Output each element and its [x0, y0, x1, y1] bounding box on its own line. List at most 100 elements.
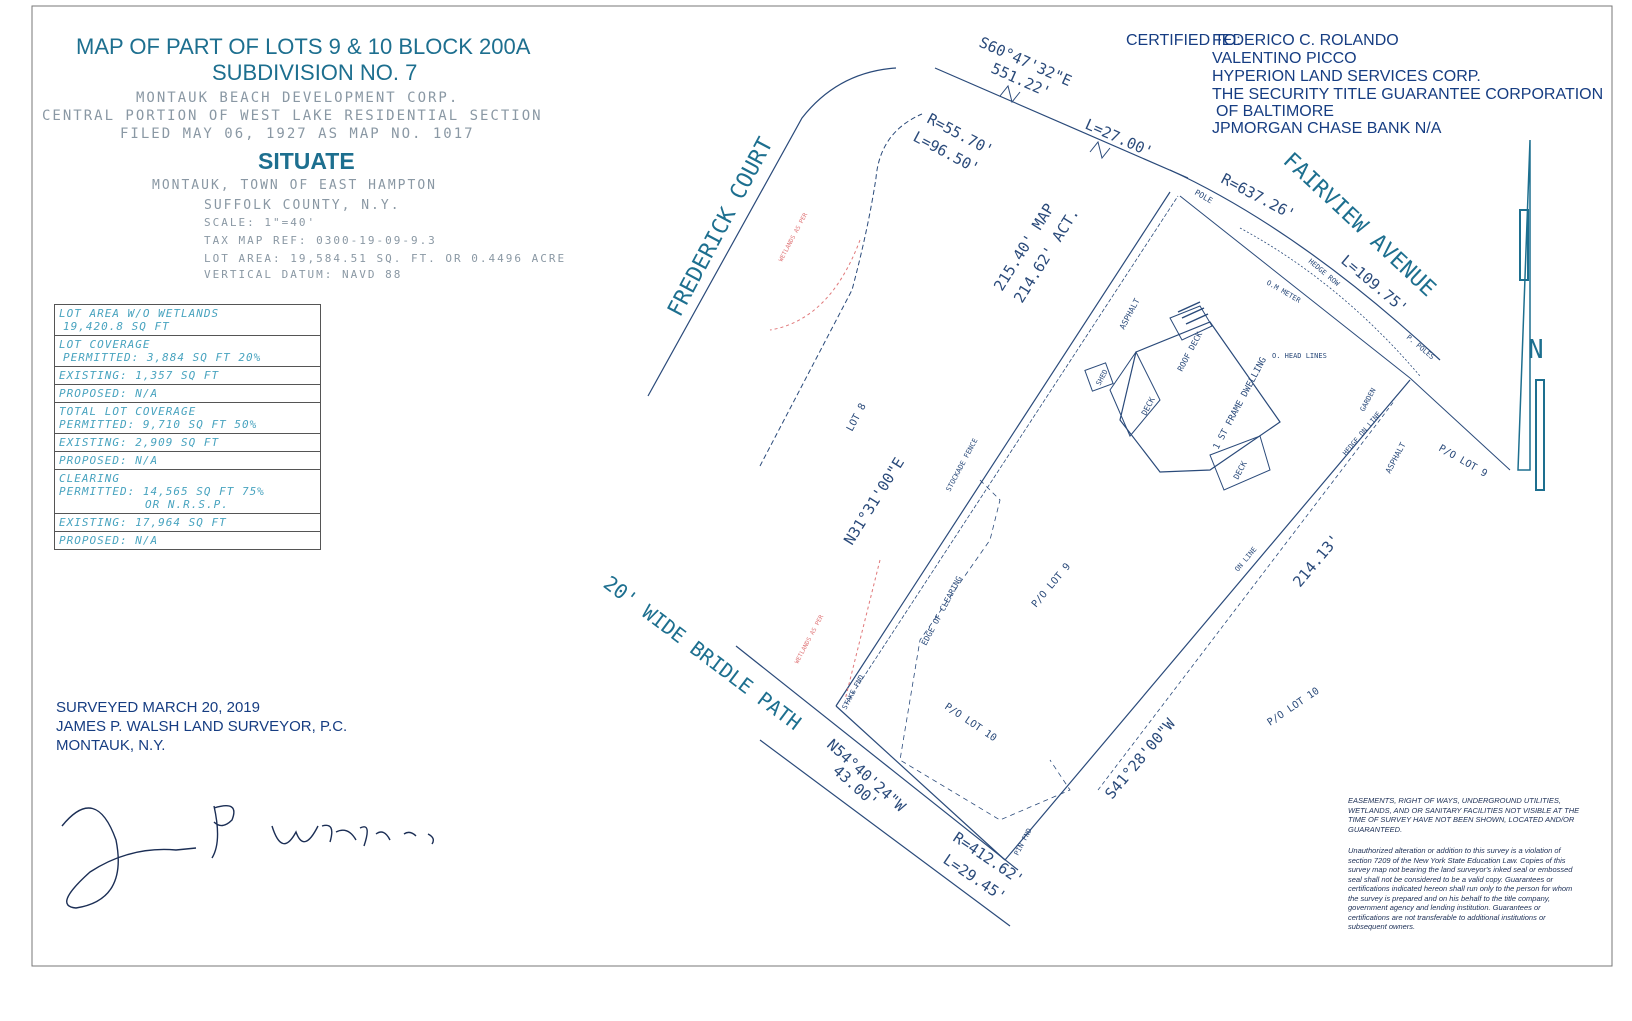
break-mark-2 [1089, 140, 1111, 160]
hedge-on-line-label: HEDGE ON LINE [1341, 410, 1382, 457]
on-line-label: ON LINE [1233, 546, 1258, 574]
lot8-label: LOT 8 [845, 402, 869, 434]
row-label: EXISTING: 2,909 SQ FT [59, 436, 220, 449]
shed-label: SHED [1095, 368, 1110, 387]
roof-deck [1169, 305, 1213, 341]
map-title-line1: MAP OF PART OF LOTS 9 & 10 BLOCK 200A [76, 34, 531, 59]
north-arrow-bar-1 [1519, 209, 1529, 281]
wetlands-label-1: WETLANDS AS PER [778, 211, 810, 262]
table-row: EXISTING: 1,357 SQ FT [55, 367, 320, 385]
surveyor-name: JAMES P. WALSH LAND SURVEYOR, P.C. [56, 718, 348, 735]
north-label: N [1528, 335, 1544, 365]
west-line-inner [845, 195, 1179, 705]
po-lot10-right: P/O LOT 10 [1266, 686, 1322, 729]
pin-fnd-label: PIN FND [1013, 827, 1034, 857]
row-value-2: OR N.R.S.P. [145, 498, 229, 511]
table-row: EXISTING: 17,964 SQ FT [55, 514, 320, 532]
situate-label: SITUATE [258, 148, 355, 174]
sheet-border [31, 5, 1613, 967]
west-bearing: N31°31'00"E [840, 454, 908, 548]
row-value: PERMITTED: 9,710 SQ FT 50% [59, 418, 258, 431]
frederick-court-label: FREDERICK COURT [663, 134, 778, 321]
stair-hatch [1177, 301, 1209, 325]
row-label: PROPOSED: N/A [59, 454, 159, 467]
po-lot10-center: P/O LOT 10 [942, 701, 998, 744]
vertical-datum-label: VERTICAL DATUM: NAVD 88 [204, 268, 403, 281]
county-label: SUFFOLK COUNTY, N.Y. [204, 198, 401, 213]
map-title-line2: SUBDIVISION NO. 7 [212, 60, 418, 85]
west-line [835, 191, 1171, 707]
table-row: PROPOSED: N/A [55, 532, 320, 549]
ohead-lines-label: O. HEAD LINES [1272, 352, 1327, 360]
bridle-path-label: 20' WIDE BRIDLE PATH [599, 571, 806, 735]
frederick-court-edge-inner [759, 113, 923, 467]
north-east-line [1179, 195, 1411, 379]
north-arrow [1517, 139, 1531, 471]
row-value: PERMITTED: 14,565 SQ FT 75% [59, 485, 265, 498]
table-row: TOTAL LOT COVERAGE PERMITTED: 9,710 SQ F… [55, 403, 320, 434]
row-label: EXISTING: 17,964 SQ FT [59, 516, 227, 529]
frederick-court-edge-outer [647, 67, 897, 397]
wetland-line-2 [844, 559, 881, 701]
east-bearing: S41°28'00"W [1101, 714, 1179, 802]
filed-map: FILED MAY 06, 1927 AS MAP NO. 1017 [120, 126, 475, 142]
po-lot9-center: P/O LOT 9 [1030, 561, 1073, 610]
signature [61, 805, 435, 909]
town-label: MONTAUK, TOWN OF EAST HAMPTON [152, 178, 437, 193]
certified-name-2: VALENTINO PICCO [1212, 50, 1357, 67]
surveyed-date: SURVEYED MARCH 20, 2019 [56, 699, 260, 716]
asphalt-label-2: ASPHALT [1384, 441, 1408, 475]
certified-to-label: CERTIFIED TO: [1126, 32, 1241, 49]
row-label: EXISTING: 1,357 SQ FT [59, 369, 220, 382]
certified-name-4: THE SECURITY TITLE GUARANTEE CORPORATION [1212, 86, 1604, 103]
wetland-line-1 [769, 239, 861, 331]
table-row: LOT COVERAGE PERMITTED: 3,884 SQ FT 20% [55, 336, 320, 367]
row-value: PERMITTED: 3,884 SQ FT 20% [63, 351, 262, 364]
deck-front [1109, 351, 1161, 437]
table-row: LOT AREA W/O WETLANDS 19,420.8 SQ FT [55, 305, 320, 336]
lot9-east-line [1409, 377, 1511, 471]
bridle-path-edge-1 [735, 645, 1019, 871]
row-label: LOT AREA W/O WETLANDS [59, 307, 220, 320]
fairview-edge-2 [1239, 227, 1421, 377]
clearing-line [899, 479, 1071, 821]
om-meter-label: O.M METER [1265, 279, 1303, 305]
east-dist: 214.13' [1289, 531, 1343, 591]
lot-area-label: LOT AREA: 19,584.51 SQ. FT. OR 0.4496 AC… [204, 252, 567, 265]
stockade-fence-label: STOCKADE FENCE [945, 437, 980, 493]
table-row: PROPOSED: N/A [55, 452, 320, 470]
north-line [934, 67, 1189, 179]
note-unauthorized: Unauthorized alteration or addition to t… [1348, 846, 1573, 931]
surveyor-location: MONTAUK, N.Y. [56, 737, 166, 754]
row-label: PROPOSED: N/A [59, 387, 159, 400]
table-row: EXISTING: 2,909 SQ FT [55, 434, 320, 452]
row-label: CLEARING [59, 472, 120, 485]
tax-map-label: TAX MAP REF: 0300-19-09-9.3 [204, 234, 437, 247]
po-lot9-right: P/O LOT 9 [1437, 443, 1489, 480]
shed [1084, 362, 1114, 392]
south-line [835, 705, 1006, 861]
dev-corp: MONTAUK BEACH DEVELOPMENT CORP. [136, 90, 460, 106]
fairview-edge-1 [1169, 169, 1441, 361]
poles-label: P. POLES [1405, 333, 1436, 361]
east-line [1004, 379, 1411, 861]
residential-section: CENTRAL PORTION OF WEST LAKE RESIDENTIAL… [42, 108, 543, 124]
row-label: LOT COVERAGE [59, 338, 151, 351]
r-fairview: R=637.26' [1218, 170, 1298, 224]
note-easements: EASEMENTS, RIGHT OF WAYS, UNDERGROUND UT… [1348, 796, 1580, 834]
asphalt-label-1: ASPHALT [1118, 297, 1142, 331]
garden-label: GARDEN [1359, 387, 1378, 413]
certified-name-6: JPMORGAN CHASE BANK N/A [1212, 120, 1442, 137]
row-label: PROPOSED: N/A [59, 534, 159, 547]
certified-name-1: FEDERICO C. ROLANDO [1212, 32, 1399, 49]
certified-name-5: OF BALTIMORE [1216, 103, 1334, 120]
certified-name-3: HYPERION LAND SERVICES CORP. [1212, 68, 1481, 85]
coverage-table: LOT AREA W/O WETLANDS 19,420.8 SQ FT LOT… [54, 304, 321, 550]
break-mark-1 [999, 84, 1021, 104]
deck-rear [1209, 435, 1271, 491]
east-line-hedge [1097, 399, 1396, 791]
row-value: 19,420.8 SQ FT [63, 320, 170, 333]
deck-label-2: DECK [1232, 460, 1249, 481]
